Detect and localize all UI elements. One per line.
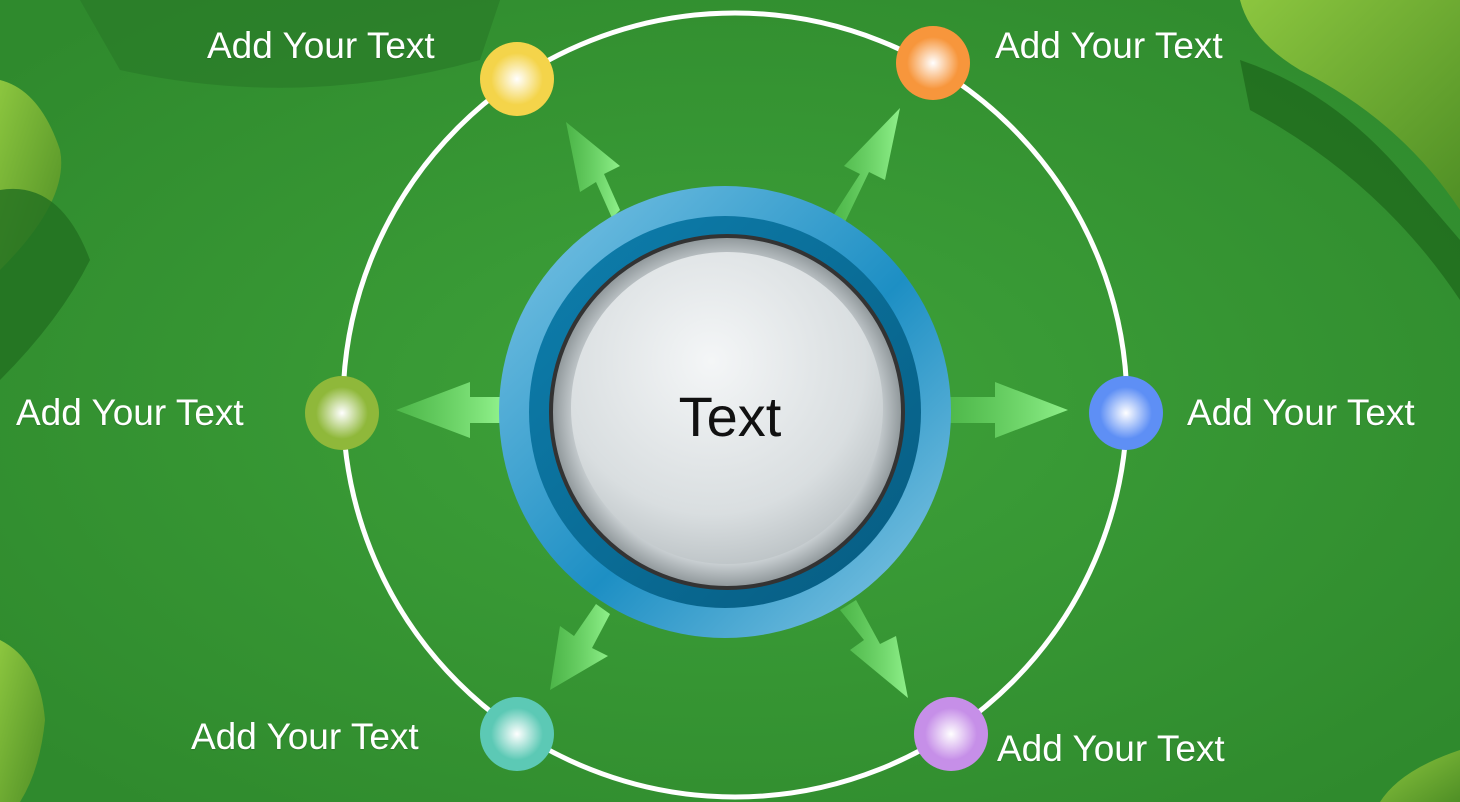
- arrow-left: [396, 382, 500, 438]
- node-label-bottom-right[interactable]: Add Your Text: [997, 728, 1225, 769]
- decor-leaf-top-right-shadow: [1240, 60, 1460, 300]
- node-label-right[interactable]: Add Your Text: [1187, 392, 1415, 433]
- arrow-bottom-left: [550, 604, 610, 690]
- arrow-right: [948, 382, 1068, 438]
- node-label-top-left[interactable]: Add Your Text: [207, 25, 435, 66]
- node-label-top-right[interactable]: Add Your Text: [995, 25, 1223, 66]
- node-dot-top-right: [896, 26, 970, 100]
- node-dot-right: [1089, 376, 1163, 450]
- arrow-group: [396, 108, 1068, 698]
- arrow-top-right: [833, 108, 900, 222]
- node-dot-top-left: [480, 42, 554, 116]
- node-dot-bottom-right: [914, 697, 988, 771]
- decor-leaf-bottom-left: [0, 640, 45, 802]
- center-text[interactable]: Text: [678, 385, 782, 448]
- node-dot-bottom-left: [480, 697, 554, 771]
- node-label-bottom-left[interactable]: Add Your Text: [191, 716, 419, 757]
- node-label-left[interactable]: Add Your Text: [16, 392, 244, 433]
- decor-leaf-bottom-right: [1380, 750, 1460, 802]
- arrow-bottom-right: [840, 600, 908, 698]
- hub-cap: [571, 252, 883, 564]
- node-dot-left: [305, 376, 379, 450]
- decor-leaf-left-shadow: [0, 188, 90, 380]
- arrow-top-left: [566, 122, 620, 218]
- decor-leaf-top: [80, 0, 500, 88]
- decor-leaf-top-right: [1240, 0, 1460, 210]
